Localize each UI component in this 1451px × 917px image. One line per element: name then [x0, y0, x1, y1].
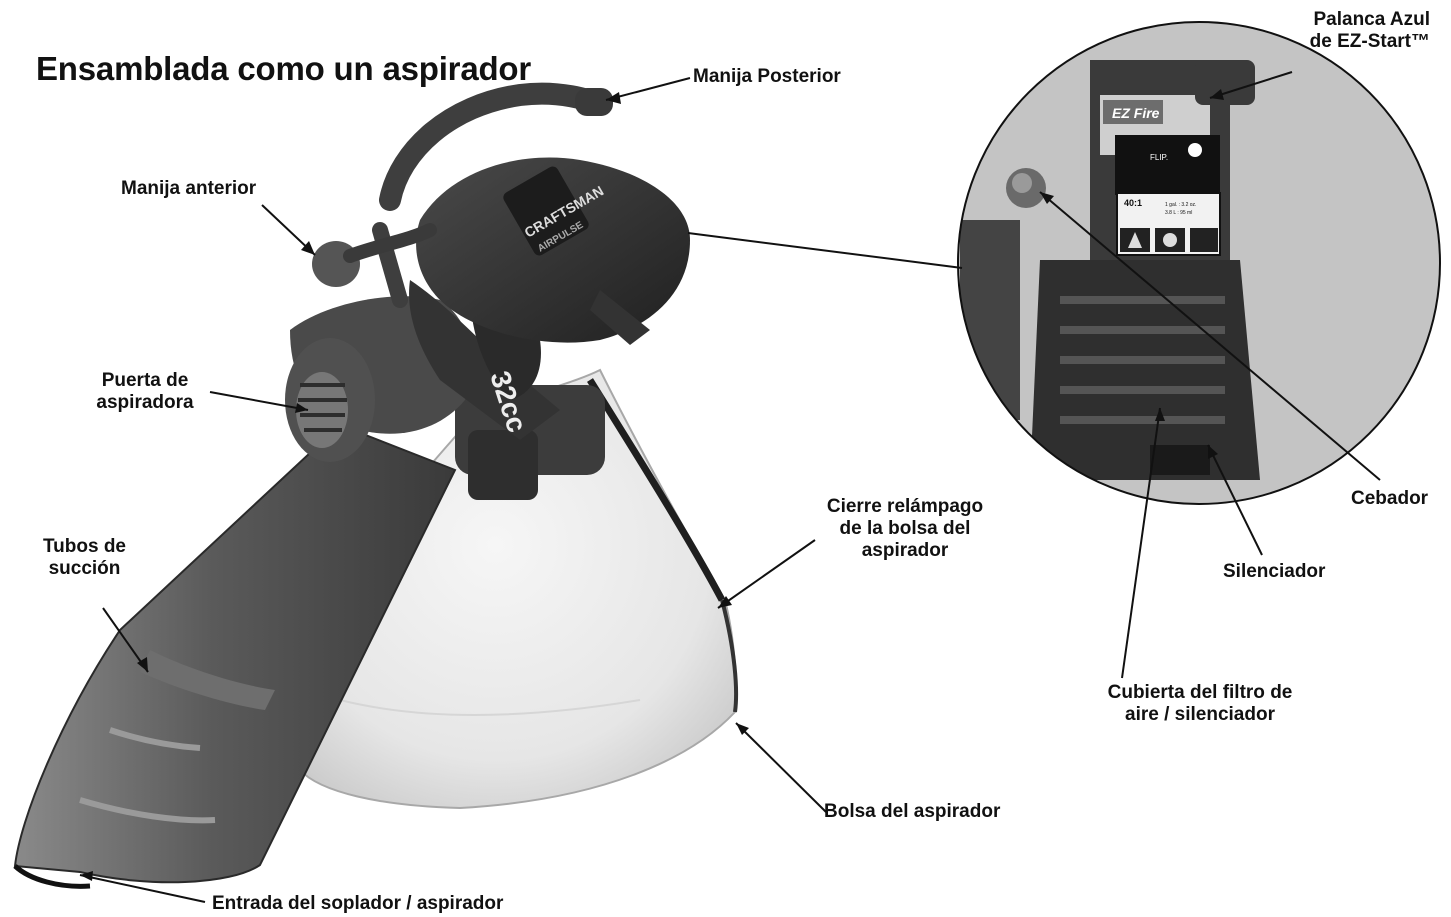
label-front-handle: Manija anterior	[121, 178, 257, 199]
flip-marking: FLIP.	[1150, 153, 1168, 162]
mix-1-marking: 1 gal. : 3.2 oz.	[1165, 202, 1196, 208]
label-suction-tubes-line1: Tubos de	[42, 536, 127, 557]
label-bag-zipper: Cierre relámpago de la bolsa del aspirad…	[800, 496, 1010, 562]
label-primer: Cebador	[1351, 488, 1429, 509]
vacuum-door	[285, 338, 375, 462]
label-air-filter-cover: Cubierta del filtro de aire / silenciado…	[1075, 682, 1325, 726]
mix-2-marking: 3.8 L : 95 ml	[1165, 210, 1192, 216]
leader-arrowheads	[80, 89, 1224, 881]
label-bag-zipper-line3: aspirador	[861, 540, 949, 561]
label-vacuum-bag: Bolsa del aspirador	[824, 801, 1001, 822]
label-bag-zipper-line1: Cierre relámpago	[826, 496, 984, 517]
label-bag-zipper-line2: de la bolsa del	[839, 518, 971, 539]
label-suction-tubes: Tubos de succión	[22, 536, 147, 580]
label-ez-start-lever-line2: de EZ-Start™	[1309, 31, 1430, 52]
label-vacuum-door-line2: aspiradora	[96, 392, 194, 413]
label-inlet: Entrada del soplador / aspirador	[212, 893, 504, 914]
label-air-filter-cover-line1: Cubierta del filtro de	[1107, 682, 1293, 703]
ez-fire-marking: EZ Fire	[1112, 105, 1160, 121]
label-air-filter-cover-line2: aire / silenciador	[1125, 704, 1275, 725]
label-muffler: Silenciador	[1223, 561, 1326, 582]
label-vacuum-door-line1: Puerta de	[101, 370, 189, 391]
label-rear-handle: Manija Posterior	[693, 66, 841, 87]
label-ez-start-lever: Palanca Azul de EZ-Start™	[1270, 9, 1430, 53]
label-vacuum-door: Puerta de aspiradora	[85, 370, 205, 414]
mix-ratio-marking: 40:1	[1124, 198, 1142, 208]
label-suction-tubes-line2: succión	[48, 558, 121, 579]
label-ez-start-lever-line1: Palanca Azul	[1313, 9, 1430, 30]
engine: CRAFTSMAN AIRPULSE	[416, 157, 690, 345]
page-title: Ensamblada como un aspirador	[36, 50, 532, 87]
leader-lines	[79, 71, 1381, 903]
engine-detail-inset: EZ Fire FLIP. 40:1 1 gal. : 3.2 oz. 3.8 …	[957, 21, 1441, 505]
suction-tube	[13, 423, 457, 889]
front-handle	[312, 223, 437, 287]
